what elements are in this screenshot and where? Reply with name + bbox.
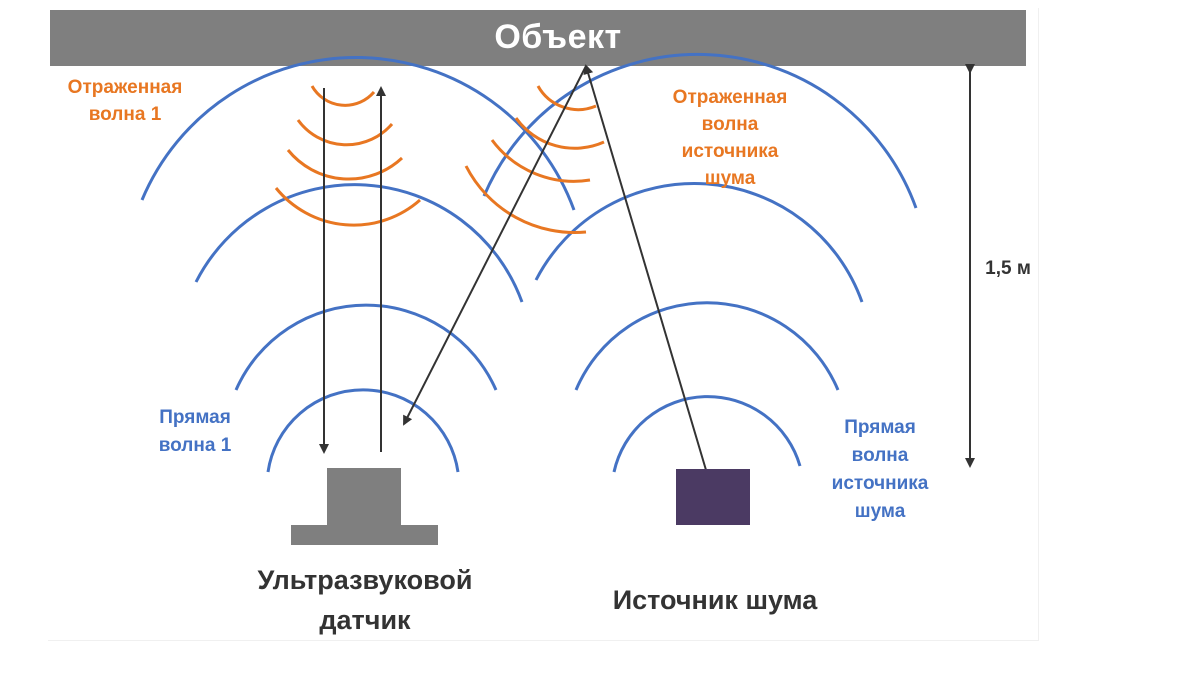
label-line: Отраженная (67, 77, 183, 98)
label-line: шума (854, 501, 906, 522)
label-distance: 1,5 м (985, 258, 1031, 279)
sensor-direct-waves (140, 56, 576, 473)
label-line: шума (704, 168, 756, 189)
signal-arrows (319, 64, 975, 471)
noise-reflected-arc-3 (490, 139, 591, 183)
ultrasonic-sensor-base (291, 525, 438, 545)
sensor-wave-arc-2 (234, 303, 498, 391)
label-line: Прямая (844, 417, 916, 438)
label-line: источника (831, 473, 929, 494)
noise-wave-arc-2 (574, 301, 840, 391)
label-line: датчик (319, 605, 411, 635)
label-line: Ультразвуковой (257, 565, 473, 595)
label-reflected-noise-wave: Отраженная волна источника шума (650, 84, 810, 192)
reflected-arc-4 (274, 187, 421, 227)
label-line: волна (851, 445, 909, 466)
label-ultrasonic-sensor: Ультразвуковой датчик (225, 560, 505, 640)
label-line: Отраженная (672, 87, 788, 108)
reflected-arc-3 (286, 149, 404, 181)
noise-reflected-arc-2 (514, 117, 605, 150)
label-direct-noise-wave: Прямая волна источника шума (815, 414, 945, 526)
sensor-wave-arc-1 (266, 388, 460, 473)
arrow-object-to-sensor (403, 65, 587, 426)
reflected-arc-1 (310, 85, 376, 107)
label-line: волна (701, 114, 759, 135)
label-line: Прямая (159, 407, 231, 428)
label-direct-wave-1: Прямая волна 1 (140, 404, 250, 460)
noise-wave-arc-1 (612, 395, 802, 473)
label-noise-source: Источник шума (612, 585, 818, 615)
sensor-wave-arc-4 (140, 56, 576, 211)
noise-wave-arc-4 (482, 53, 918, 209)
label-line: волна 1 (88, 104, 162, 125)
ultrasonic-sensor-head (327, 468, 401, 526)
label-reflected-wave-1: Отраженная волна 1 (50, 74, 200, 128)
label-line: источника (681, 141, 779, 162)
noise-wave-arc-3 (534, 182, 864, 303)
arrow-noise-to-object (583, 64, 707, 471)
noise-source-box (676, 469, 750, 525)
noise-reflected-arc-1 (536, 85, 597, 112)
object-title: Объект (494, 17, 622, 56)
noise-reflected-waves (464, 85, 605, 235)
sensor-reflected-waves (274, 85, 421, 227)
label-line: волна 1 (158, 435, 232, 456)
object-bar: Объект (50, 10, 1026, 66)
noise-reflected-arc-4 (464, 165, 587, 235)
sensor-wave-arc-3 (194, 183, 524, 303)
reflected-arc-2 (296, 119, 394, 147)
